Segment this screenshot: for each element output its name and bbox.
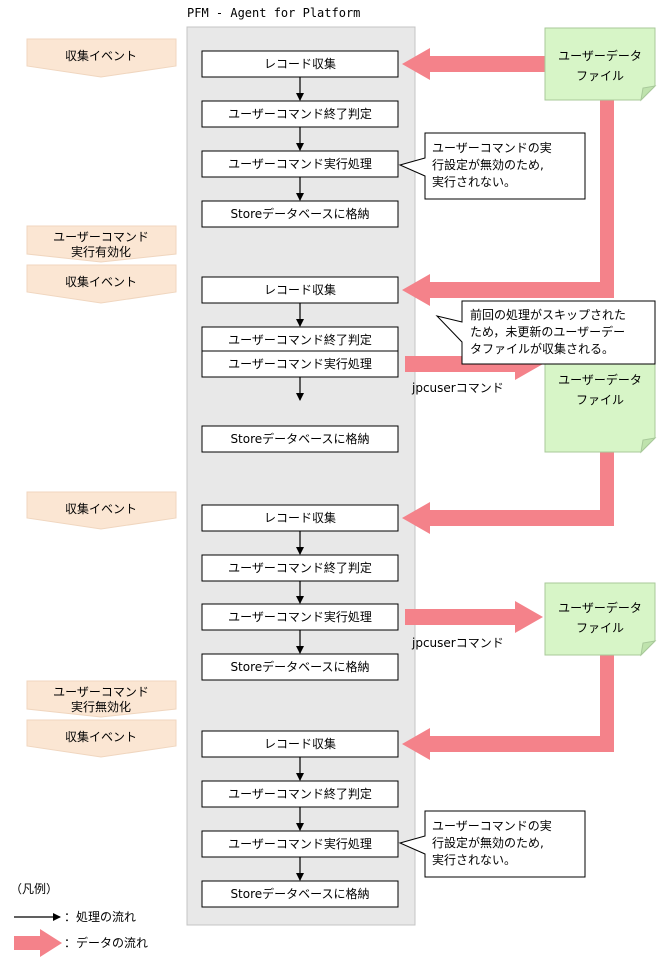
store-database-step: Storeデータベースに格納 — [230, 659, 369, 674]
record-collection-step: レコード収集 — [264, 736, 336, 751]
svg-text:収集イベント: 収集イベント — [65, 48, 137, 63]
svg-text:ユーザーコマンドの実: ユーザーコマンドの実 — [432, 818, 552, 833]
svg-text:実行されない。: 実行されない。 — [432, 174, 516, 189]
svg-text:ため，未更新のユーザーデー: ため，未更新のユーザーデー — [470, 324, 625, 339]
user-data-file-3: ユーザーデータ ファイル — [544, 582, 657, 657]
jpcuser-command-label: jpcuserコマンド — [411, 636, 504, 650]
svg-text:実行無効化: 実行無効化 — [71, 699, 131, 714]
collect-event: 収集イベント — [26, 38, 177, 78]
command-execution-step: ユーザーコマンド実行処理 — [228, 156, 372, 171]
svg-text:タファイルが収集される。: タファイルが収集される。 — [470, 341, 614, 356]
collect-event: 収集イベント — [26, 719, 177, 758]
command-execution-step: ユーザーコマンド実行処理 — [228, 609, 372, 624]
callout-skipped: 前回の処理がスキップされた ため，未更新のユーザーデー タファイルが収集される。 — [435, 300, 656, 365]
legend-data-arrow — [14, 929, 62, 957]
process-group-4: レコード収集 ユーザーコマンド終了判定 ユーザーコマンド実行処理 Storeデー… — [201, 730, 399, 908]
store-database-step: Storeデータベースに格納 — [230, 886, 369, 901]
user-data-file-2: ユーザーデータ ファイル — [544, 351, 657, 454]
svg-text:収集イベント: 収集イベント — [65, 501, 137, 516]
svg-text:行設定が無効のため,: 行設定が無効のため, — [432, 157, 544, 172]
command-end-judgment-step: ユーザーコマンド終了判定 — [228, 106, 372, 121]
legend: （凡例） ：処理の流れ ：データの流れ — [10, 882, 148, 957]
callout-disabled-2: ユーザーコマンドの実 行設定が無効のため, 実行されない。 — [398, 810, 586, 878]
callout-disabled-1: ユーザーコマンドの実 行設定が無効のため, 実行されない。 — [398, 132, 586, 200]
file-label-line1: ユーザーデータ — [558, 48, 642, 63]
command-end-judgment-step: ユーザーコマンド終了判定 — [228, 560, 372, 575]
file-label-line2: ファイル — [576, 69, 624, 83]
collect-event: 収集イベント — [26, 264, 177, 304]
svg-text:実行有効化: 実行有効化 — [71, 244, 131, 259]
legend-data-label: ：データの流れ — [64, 935, 148, 950]
command-execution-step: ユーザーコマンド実行処理 — [228, 836, 372, 851]
file-label-line2: ファイル — [576, 393, 624, 407]
svg-text:実行されない。: 実行されない。 — [432, 852, 516, 867]
svg-text:収集イベント: 収集イベント — [65, 274, 137, 289]
data-flow-arrow-1 — [402, 48, 545, 80]
command-execution-step: ユーザーコマンド実行処理 — [228, 356, 372, 371]
process-group-1: レコード収集 ユーザーコマンド終了判定 ユーザーコマンド実行処理 Storeデー… — [201, 50, 399, 228]
record-collection-step: レコード収集 — [264, 56, 336, 71]
svg-text:ユーザーコマンド: ユーザーコマンド — [53, 685, 149, 699]
file-label-line2: ファイル — [576, 621, 624, 635]
data-flow-arrow-2 — [402, 100, 614, 306]
data-flow-arrow-4 — [402, 452, 614, 534]
file-label-line1: ユーザーデータ — [558, 372, 642, 387]
enable-user-command-event: ユーザーコマンド 実行有効化 — [26, 225, 177, 263]
process-group-3: レコード収集 ユーザーコマンド終了判定 ユーザーコマンド実行処理 Storeデー… — [201, 504, 399, 681]
user-data-file-1: ユーザーデータ ファイル — [544, 27, 657, 102]
store-database-step: Storeデータベースに格納 — [230, 206, 369, 221]
diagram-title: PFM - Agent for Platform — [187, 6, 360, 20]
svg-text:前回の処理がスキップされた: 前回の処理がスキップされた — [470, 307, 626, 322]
record-collection-step: レコード収集 — [264, 282, 336, 297]
svg-text:ユーザーコマンドの実: ユーザーコマンドの実 — [432, 140, 552, 155]
svg-text:ユーザーコマンド: ユーザーコマンド — [53, 230, 149, 244]
data-flow-arrow-5 — [405, 601, 543, 633]
disable-user-command-event: ユーザーコマンド 実行無効化 — [26, 680, 177, 718]
legend-process-label: ：処理の流れ — [64, 910, 136, 924]
collect-event: 収集イベント — [26, 491, 177, 530]
svg-text:行設定が無効のため,: 行設定が無効のため, — [432, 835, 544, 850]
process-group-2: レコード収集 ユーザーコマンド終了判定 ユーザーコマンド実行処理 Storeデー… — [201, 276, 399, 453]
command-end-judgment-step: ユーザーコマンド終了判定 — [228, 786, 372, 801]
store-database-step: Storeデータベースに格納 — [230, 431, 369, 446]
record-collection-step: レコード収集 — [264, 510, 336, 525]
svg-text:収集イベント: 収集イベント — [65, 729, 137, 744]
legend-title: （凡例） — [10, 882, 58, 896]
data-flow-arrow-6 — [402, 655, 614, 760]
jpcuser-command-label: jpcuserコマンド — [411, 381, 504, 395]
command-end-judgment-step: ユーザーコマンド終了判定 — [228, 332, 372, 347]
file-label-line1: ユーザーデータ — [558, 600, 642, 615]
